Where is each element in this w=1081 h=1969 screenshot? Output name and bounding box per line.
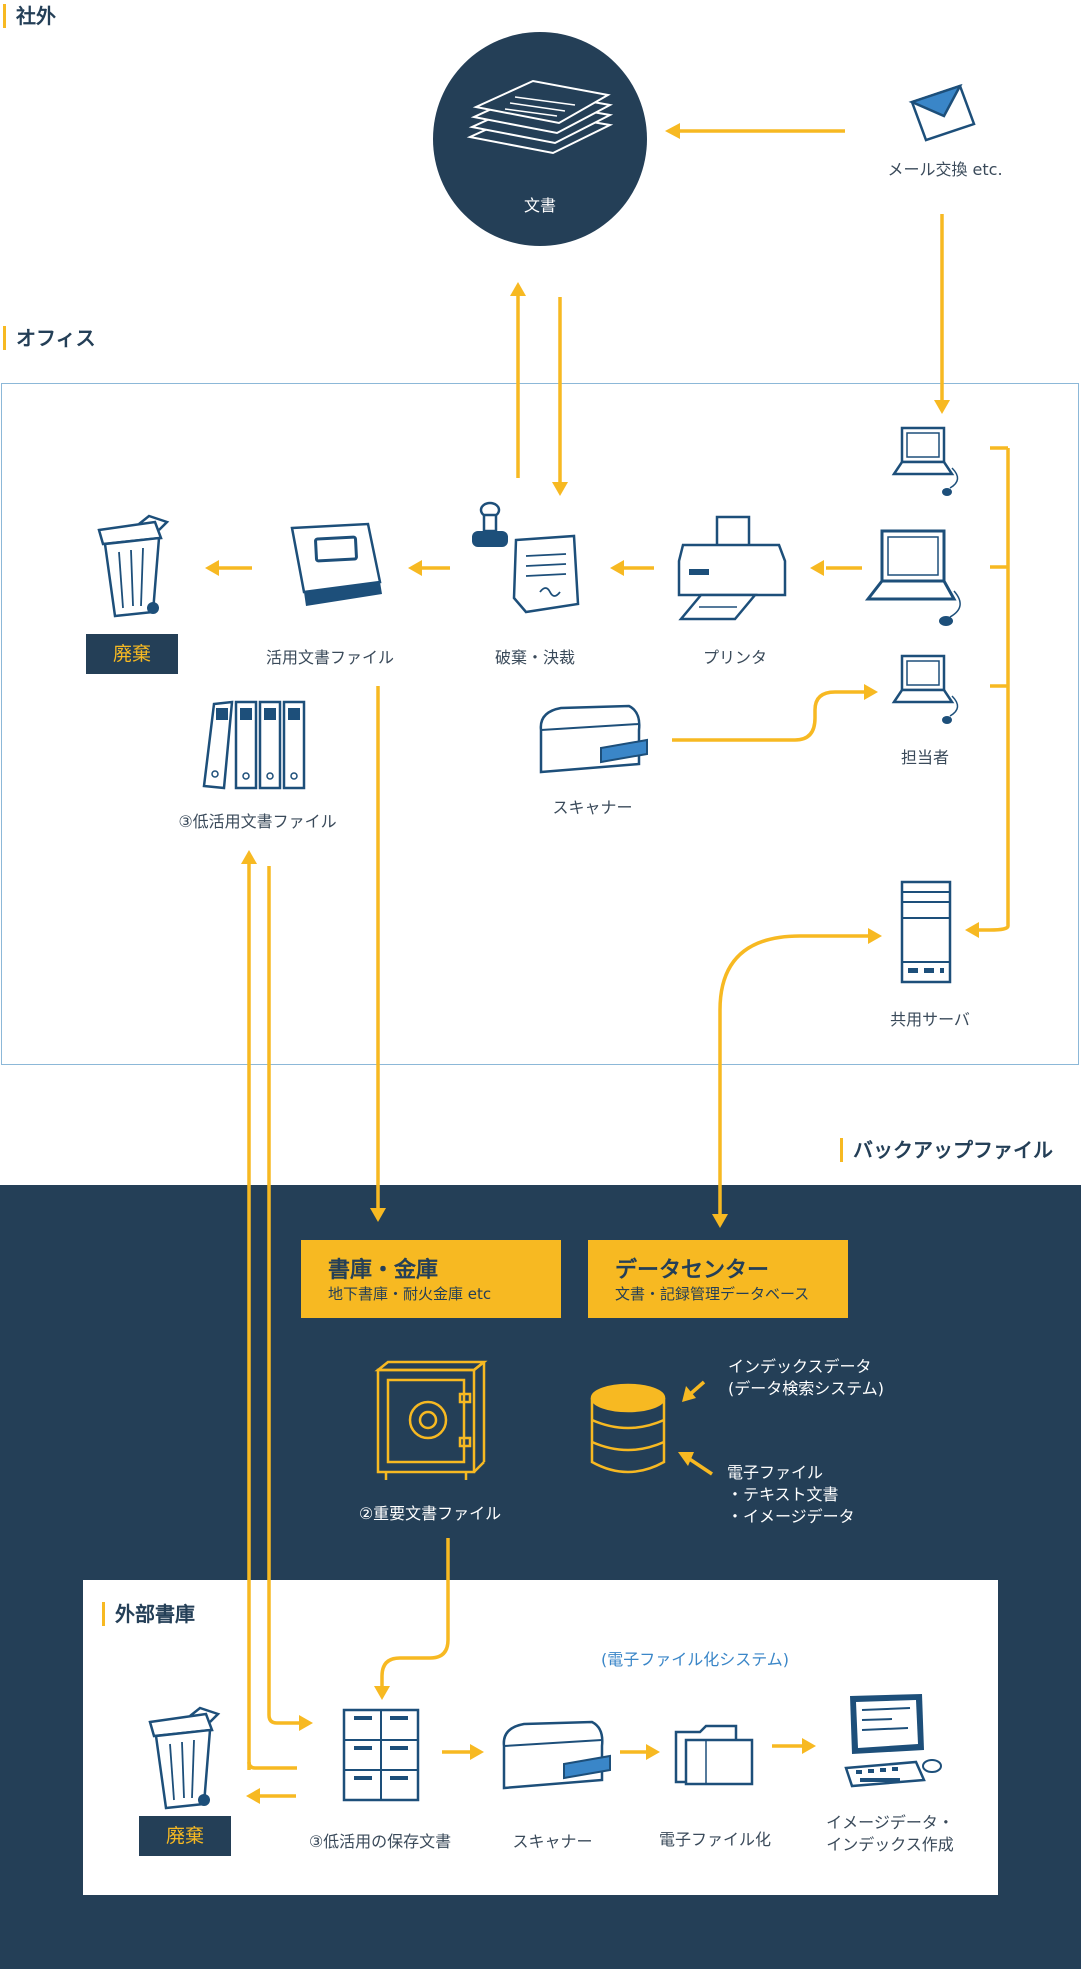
important-file-label: ②重要文書ファイル <box>358 1504 502 1523</box>
archive-title: 書庫・金庫 <box>328 1258 439 1283</box>
printer-label: プリンタ <box>702 648 767 667</box>
digitize-label: 電子ファイル化 <box>658 1830 771 1849</box>
document-label: 文書 <box>523 196 556 215</box>
staff-label: 担当者 <box>900 748 949 767</box>
binder-icon <box>290 522 382 606</box>
printer-icon <box>677 515 787 621</box>
server-icon <box>900 880 952 984</box>
image-index-text: イメージデータ・ インデックス作成 <box>810 1812 970 1856</box>
image-index-line2: インデックス作成 <box>826 1835 954 1854</box>
laptop-icon <box>891 426 959 496</box>
electronic-line1: 電子ファイル <box>727 1463 824 1482</box>
digitization-system-label: (電子ファイル化システム) <box>600 1650 789 1669</box>
index-data-line2: (データ検索システム) <box>728 1379 885 1398</box>
computer-icon <box>844 1694 942 1788</box>
section-title-outside: 社外 <box>3 4 56 28</box>
database-icon <box>590 1383 666 1474</box>
index-data-line1: インデックスデータ <box>728 1357 872 1376</box>
scanner-label-office: スキャナー <box>552 798 633 817</box>
trash-bin-icon <box>148 1706 221 1810</box>
scanner-icon <box>539 704 648 774</box>
section-title-backup: バックアップファイル <box>840 1138 1053 1162</box>
locker-icon <box>342 1708 420 1802</box>
laptop-icon <box>891 654 959 724</box>
scanner-label-external: スキャナー <box>512 1832 593 1851</box>
stamp-document-icon <box>472 501 580 614</box>
discard-decision-label: 破棄・決裁 <box>494 648 575 667</box>
archive-box: 書庫・金庫 地下書庫・耐火金庫 etc <box>301 1240 561 1318</box>
discard-button[interactable]: 廃棄 <box>86 634 178 674</box>
electronic-line3: ・イメージデータ <box>727 1507 855 1526</box>
image-index-line1: イメージデータ・ <box>826 1813 954 1832</box>
folder-icon <box>674 1724 754 1786</box>
office-area <box>1 383 1079 1065</box>
index-data-text: インデックスデータ (データ検索システム) <box>728 1356 884 1400</box>
active-file-label: 活用文書ファイル <box>265 648 394 667</box>
stored-docs-label: ③低活用の保存文書 <box>308 1832 452 1851</box>
binders-row-icon <box>202 700 306 790</box>
datacenter-title: データセンター <box>615 1258 770 1283</box>
section-title-external-storage: 外部書庫 <box>102 1602 195 1626</box>
discard-button-external[interactable]: 廃棄 <box>139 1816 231 1856</box>
electronic-line2: ・テキスト文書 <box>727 1485 839 1504</box>
datacenter-subtitle: 文書・記録管理データベース <box>615 1285 810 1303</box>
low-use-file-label: ③低活用文書ファイル <box>178 812 337 831</box>
datacenter-box: データセンター 文書・記録管理データベース <box>588 1240 848 1318</box>
shared-server-label: 共用サーバ <box>890 1010 970 1029</box>
scanner-icon <box>502 1720 611 1790</box>
electronic-file-text: 電子ファイル ・テキスト文書 ・イメージデータ <box>727 1462 855 1528</box>
trash-bin-icon <box>97 514 170 618</box>
laptop-icon <box>864 529 961 626</box>
section-title-office: オフィス <box>3 326 96 350</box>
envelope-icon <box>908 83 976 142</box>
documents-stack-icon <box>466 79 614 155</box>
mail-label: メール交換 etc. <box>887 160 1003 179</box>
archive-subtitle: 地下書庫・耐火金庫 etc <box>328 1285 492 1303</box>
safe-icon <box>374 1360 488 1480</box>
